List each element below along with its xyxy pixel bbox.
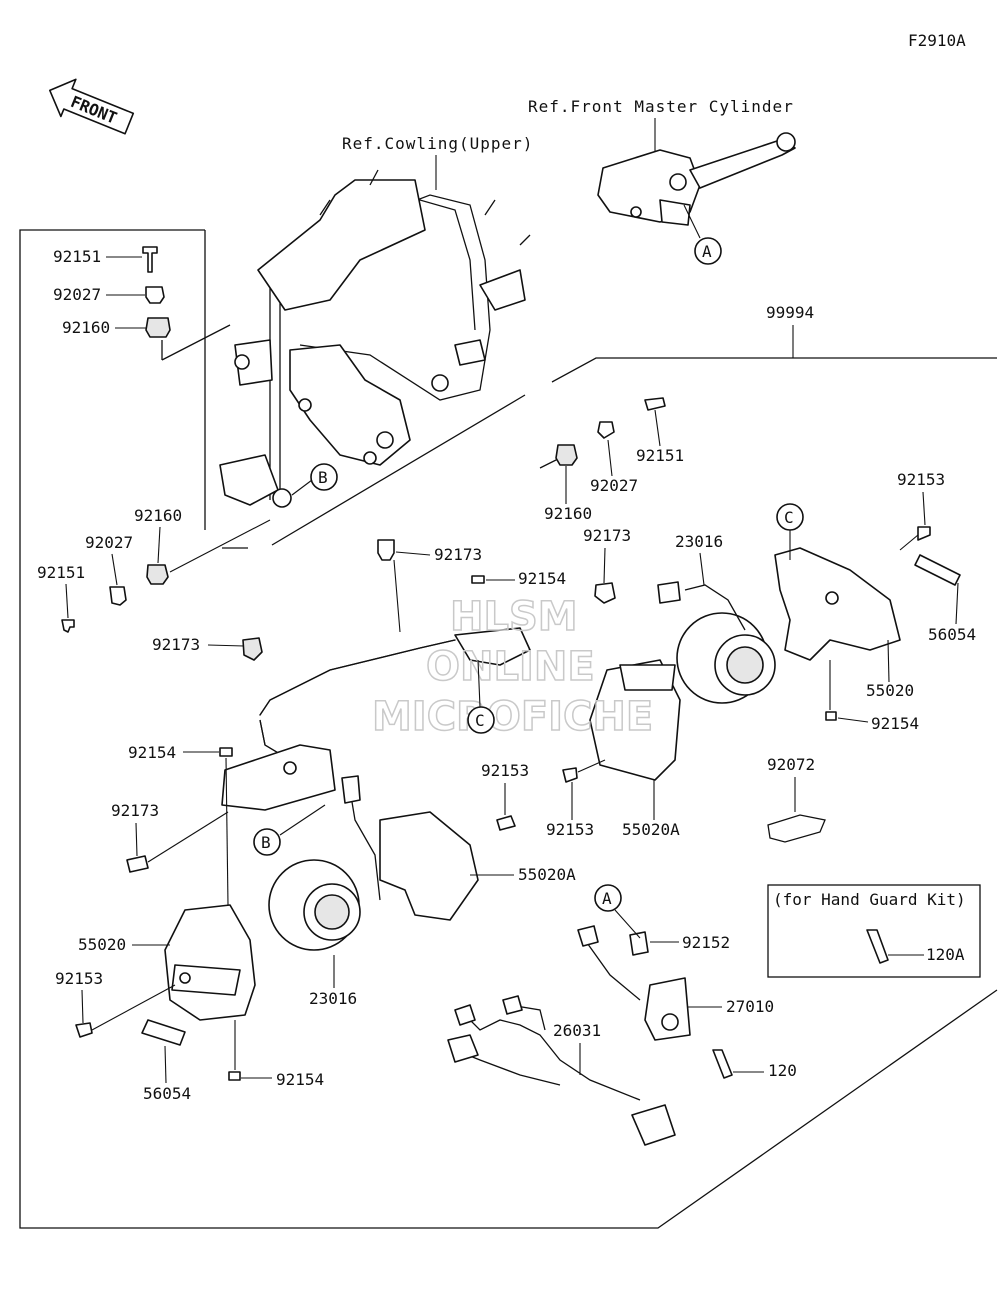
guide-line	[271, 394, 526, 546]
leader-line	[279, 804, 326, 836]
svg-text:B: B	[261, 833, 271, 852]
callout-b-bottom: B	[253, 828, 281, 856]
part-label: 56054	[143, 1084, 191, 1103]
watermark-line-3: MICROFICHE	[372, 694, 653, 740]
switch-assembly	[577, 925, 889, 1079]
callout-a-top: A	[694, 237, 722, 265]
leader-line	[291, 479, 313, 496]
part-label: 92154	[128, 743, 176, 762]
kit-frame	[551, 357, 997, 383]
part-label: 92153	[897, 470, 945, 489]
part-label: 92027	[53, 285, 101, 304]
part-label: 92027	[85, 533, 133, 552]
leader-line	[683, 204, 701, 239]
headlight-left	[141, 775, 479, 1046]
part-label: 92173	[583, 526, 631, 545]
part-label: 92152	[682, 933, 730, 952]
part-label: 27010	[726, 997, 774, 1016]
kit-hardware-right	[555, 397, 666, 466]
part-label: 55020	[866, 681, 914, 700]
watermark-line-2: ONLINE	[426, 644, 595, 690]
part-label: 92151	[53, 247, 101, 266]
left-hardware	[61, 246, 171, 633]
part-label: 92154	[518, 569, 566, 588]
svg-text:A: A	[602, 889, 612, 908]
part-label: 56054	[928, 625, 976, 644]
part-label: 26031	[553, 1021, 601, 1040]
part-label: 92151	[37, 563, 85, 582]
part-label: 92173	[152, 635, 200, 654]
hand-guard-kit-box: (for Hand Guard Kit) 120A	[767, 884, 981, 978]
kit-box-part: 120A	[926, 945, 965, 964]
part-label: 23016	[309, 989, 357, 1008]
kit-box-title: (for Hand Guard Kit)	[773, 890, 966, 909]
svg-text:C: C	[784, 508, 794, 527]
callout-c-right: C	[776, 503, 804, 531]
part-label: 120	[768, 1061, 797, 1080]
headlight-subframe	[219, 169, 531, 508]
part-label: 92153	[481, 761, 529, 780]
part-label: 92160	[134, 506, 182, 525]
part-label: 55020A	[518, 865, 576, 884]
front-master-cylinder	[597, 132, 796, 226]
part-label: 23016	[675, 532, 723, 551]
watermark-line-1: HLSM	[450, 594, 578, 640]
part-label: 92173	[111, 801, 159, 820]
figure-id: F2910A	[908, 31, 966, 50]
part-label: 92153	[55, 969, 103, 988]
leader-line	[477, 659, 481, 708]
callout-c-center: C	[467, 706, 495, 734]
part-label: 55020	[78, 935, 126, 954]
part-label: 92154	[276, 1070, 324, 1089]
front-arrow-icon: FRONT	[49, 78, 135, 135]
guide-line	[161, 324, 231, 361]
outer-frame	[19, 229, 998, 1229]
svg-text:C: C	[475, 711, 485, 730]
part-label: 92027	[590, 476, 638, 495]
part-label: 92173	[434, 545, 482, 564]
part-label: 92154	[871, 714, 919, 733]
cable-tie	[767, 814, 826, 843]
part-label: 55020A	[622, 820, 680, 839]
callout-b-top: B	[310, 463, 338, 491]
svg-text:A: A	[702, 242, 712, 261]
svg-text:B: B	[318, 468, 328, 487]
part-label: 92160	[62, 318, 110, 337]
ref-cowling-upper: Ref.Cowling(Upper)	[342, 134, 533, 153]
callout-a-bottom: A	[594, 884, 622, 912]
part-label: 92160	[544, 504, 592, 523]
leader-line	[614, 909, 641, 939]
part-label: 92151	[636, 446, 684, 465]
center-hardware	[126, 539, 616, 873]
ref-front-master-cylinder: Ref.Front Master Cylinder	[528, 97, 794, 116]
part-label: 92153	[546, 820, 594, 839]
part-labels: 99994 92151 92027 92160 92160 92027 9215…	[37, 247, 976, 1103]
part-label: 99994	[766, 303, 814, 322]
headlight-bar	[221, 627, 531, 811]
part-label: 92072	[767, 755, 815, 774]
watermark: HLSM ONLINE MICROFICHE	[371, 593, 654, 741]
wiring-harness	[447, 995, 676, 1146]
headlight-right	[589, 547, 961, 781]
